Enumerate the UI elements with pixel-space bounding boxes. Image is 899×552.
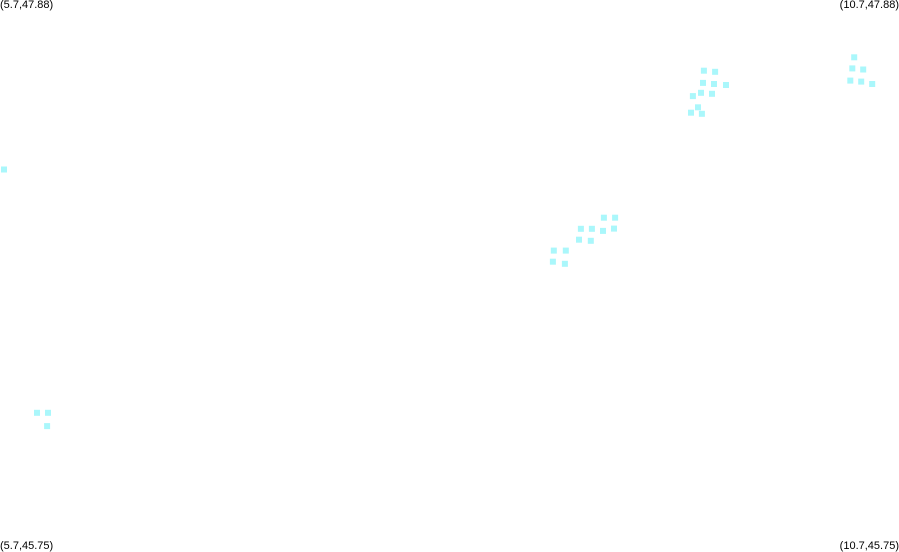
- corner-coordinate-bottom-right: (10.7,45.75): [839, 540, 899, 552]
- map-marker: [611, 225, 617, 232]
- map-marker: [851, 54, 858, 61]
- map-marker: [588, 225, 595, 232]
- map-marker: [689, 93, 696, 100]
- map-marker: [858, 78, 865, 85]
- map-marker: [45, 409, 51, 416]
- map-marker: [576, 236, 582, 243]
- map-marker: [700, 79, 706, 86]
- map-marker: [847, 77, 854, 84]
- map-marker: [1, 166, 7, 173]
- map-marker: [577, 225, 584, 232]
- map-marker: [587, 237, 594, 244]
- map-marker: [700, 67, 707, 74]
- map-marker: [561, 260, 568, 267]
- map-marker: [849, 65, 856, 72]
- map-marker: [709, 90, 715, 97]
- map-marker: [612, 214, 619, 221]
- map-marker: [550, 247, 557, 254]
- map-marker: [723, 82, 729, 88]
- map-marker: [549, 258, 556, 265]
- map-marker: [562, 247, 569, 254]
- map-marker: [869, 81, 876, 87]
- map-marker: [860, 66, 867, 73]
- map-marker: [600, 227, 606, 234]
- map-marker: [34, 409, 40, 416]
- map-marker: [695, 104, 701, 111]
- corner-coordinate-top-left: (5.7,47.88): [0, 0, 54, 11]
- map-marker: [600, 214, 607, 221]
- map-marker: [688, 109, 694, 116]
- map-marker: [712, 68, 719, 75]
- map-marker: [44, 423, 51, 430]
- map-marker: [711, 81, 717, 87]
- map-marker: [698, 110, 705, 117]
- corner-coordinate-bottom-left: (5.7,45.75): [0, 540, 54, 552]
- map-marker: [698, 89, 704, 96]
- corner-coordinate-top-right: (10.7,47.88): [839, 0, 899, 11]
